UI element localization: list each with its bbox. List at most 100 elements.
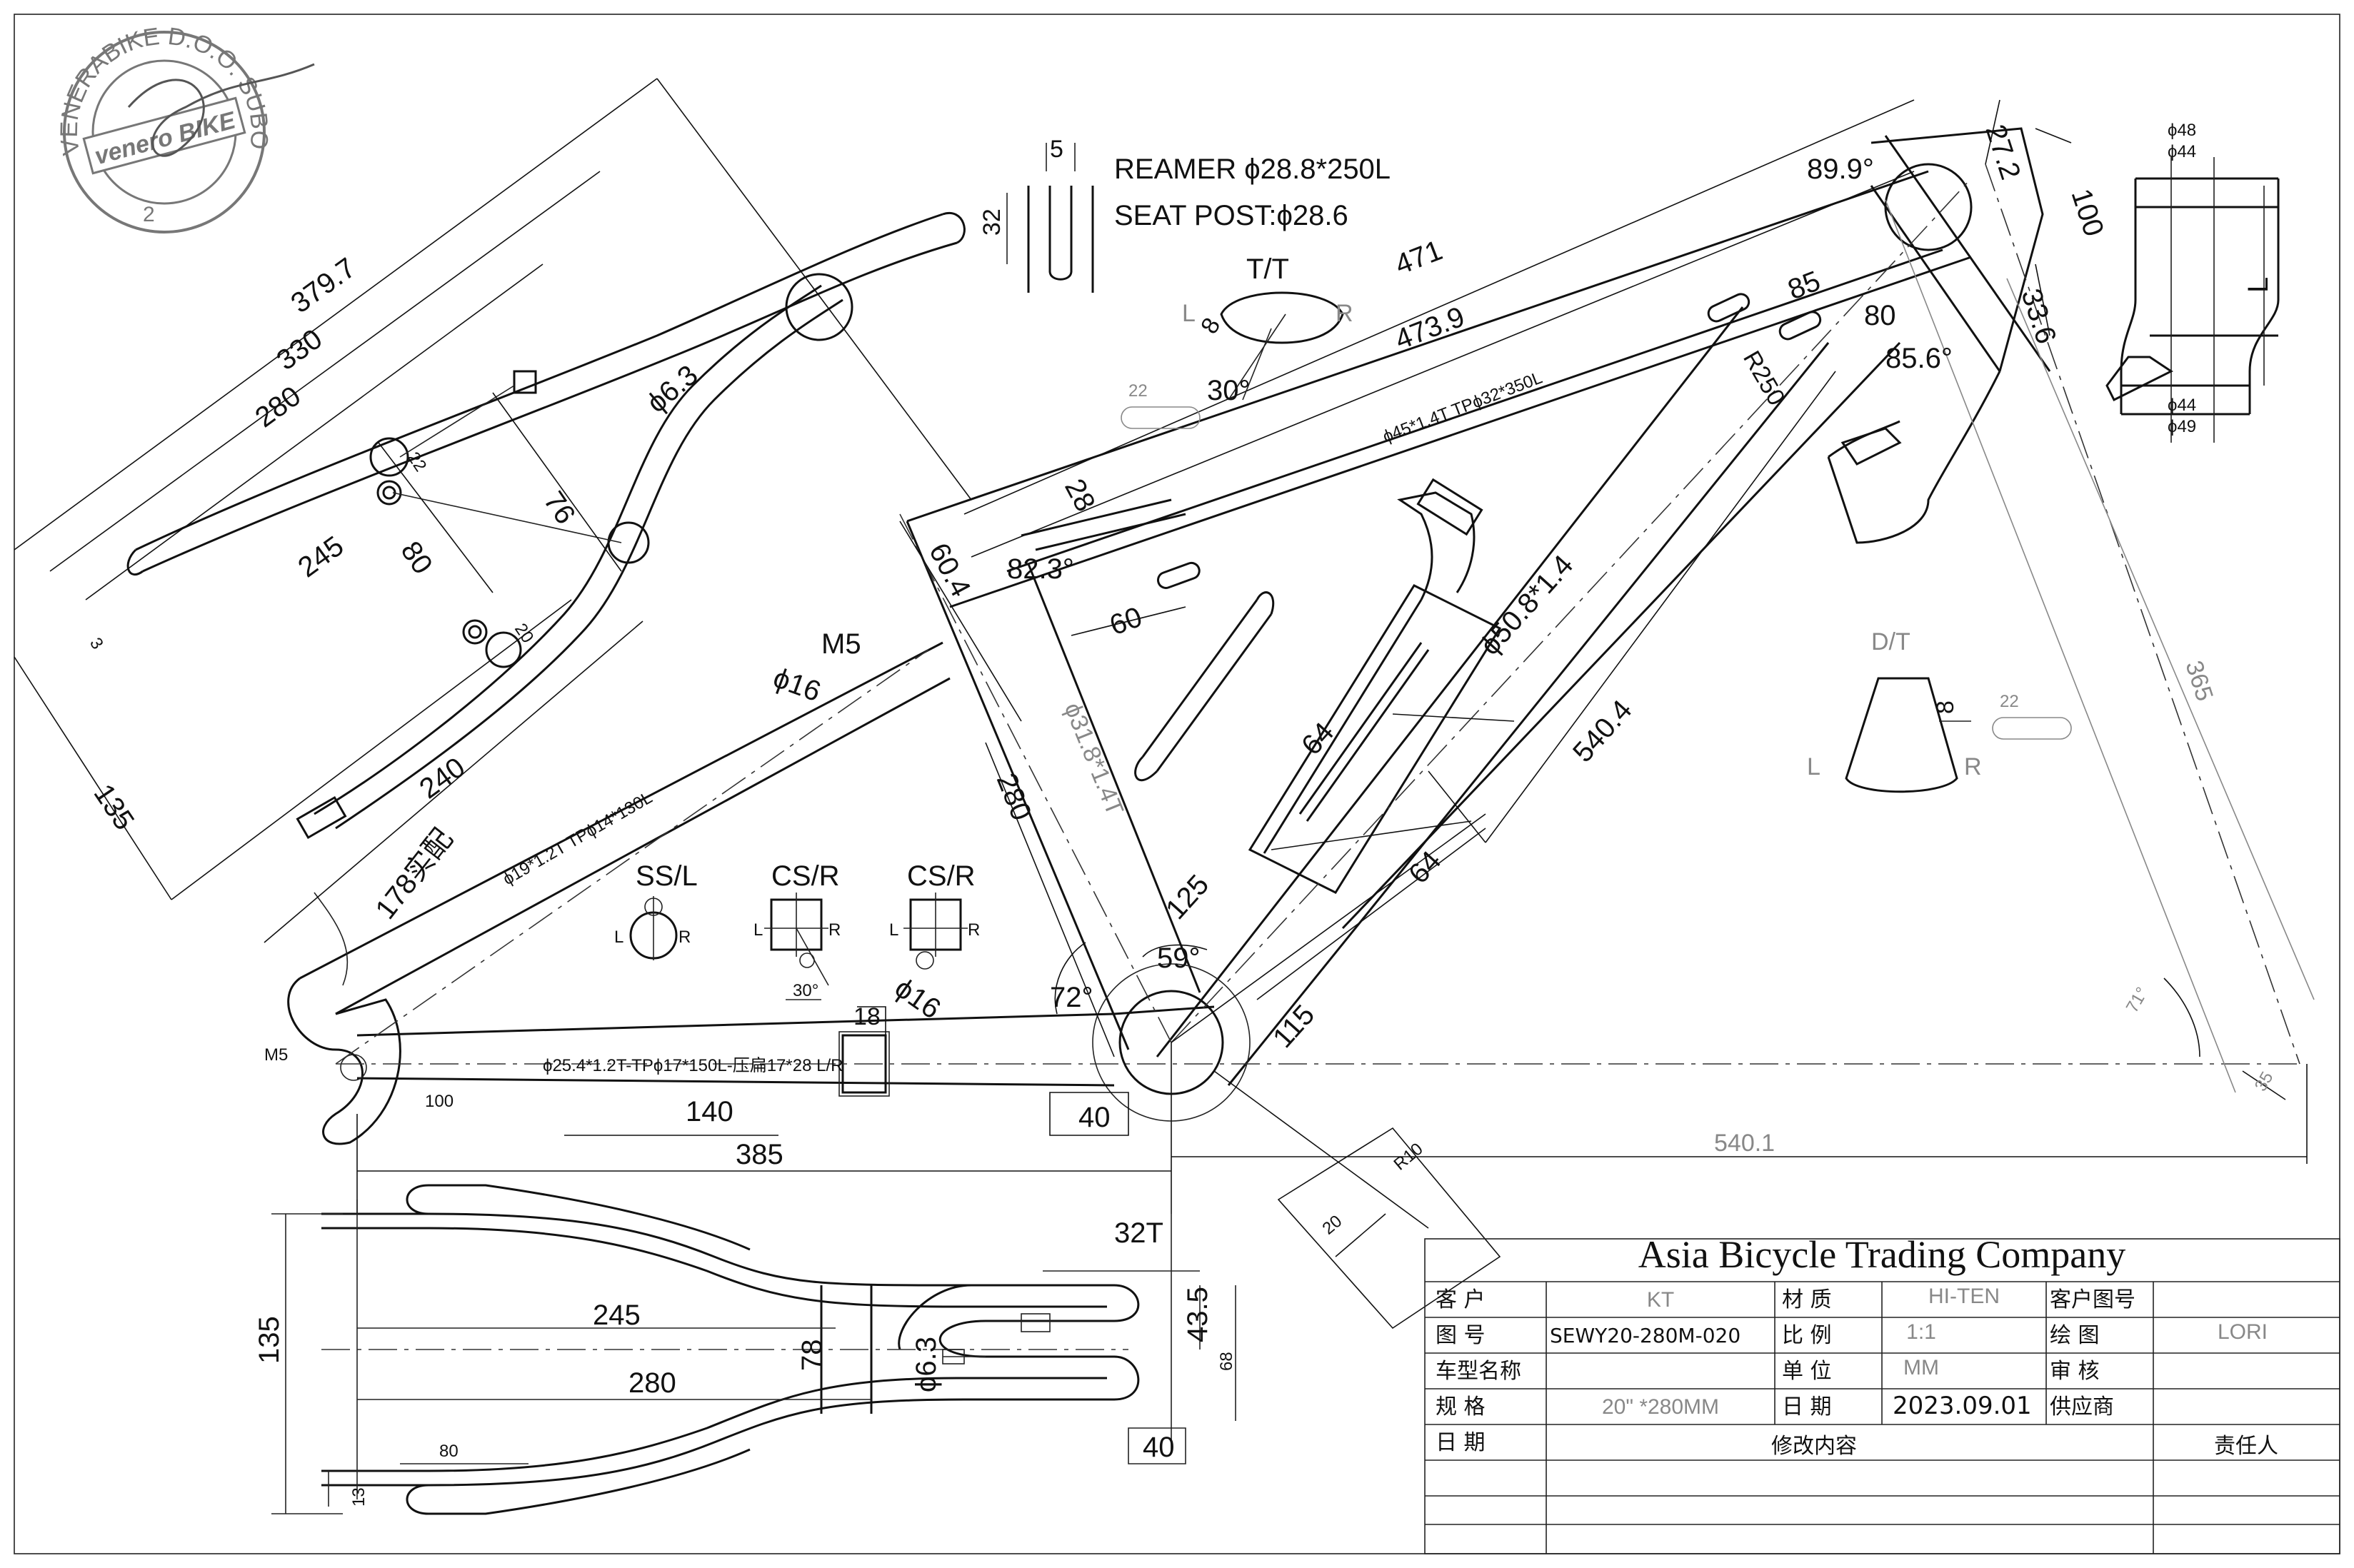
- tt-R: R: [1336, 300, 1353, 327]
- dim-64-a: 64: [1296, 717, 1340, 762]
- tb-customer-value: KT: [1647, 1288, 1674, 1312]
- hs-48: ϕ48: [2168, 121, 2196, 140]
- hs-44b: ϕ44: [2168, 396, 2196, 415]
- dim-phi16-b: ϕ16: [889, 972, 946, 1025]
- dim-280-bottom: 280: [628, 1367, 676, 1399]
- dim-40-a: 40: [1078, 1102, 1111, 1133]
- dim-140: 140: [686, 1096, 733, 1127]
- tb-scale-value: 1:1: [1906, 1320, 1936, 1344]
- seat-stay-tube-spec: ϕ19*1.2T TPϕ14*130L: [500, 788, 656, 889]
- tb-spec-label: 规 格: [1436, 1394, 1486, 1419]
- dim-379-7: 379.7: [285, 252, 361, 319]
- tb-spec-value: 20" *280MM: [1602, 1395, 1719, 1419]
- tb-supplier-label: 供应商: [2050, 1394, 2114, 1419]
- tb-drawing-no-value: SEWY20-280M-020: [1550, 1324, 1741, 1347]
- dim-68: 68: [1217, 1352, 1236, 1371]
- cs2-R: R: [968, 920, 980, 940]
- dt-dim8: 8: [1932, 700, 1959, 714]
- dim-85: 85: [1783, 265, 1824, 306]
- dim-85-6: 85.6°: [1885, 343, 1953, 374]
- reamer-note: REAMER ϕ28.8*250L: [1114, 154, 1391, 185]
- hs-L: L: [2243, 277, 2274, 293]
- dim-245-top: 245: [292, 530, 349, 583]
- cs-L: L: [753, 920, 763, 940]
- dim-64-b: 64: [1403, 845, 1447, 890]
- dim-phi50-8: ϕ50.8*1.4: [1474, 549, 1579, 661]
- dim-100-dropout: 100: [425, 1092, 454, 1111]
- dim-35: 35: [2251, 1068, 2278, 1095]
- top-tube-section: T/T L R 8 30° 22: [1121, 253, 1353, 429]
- tb-material-label: 材 质: [1782, 1287, 1832, 1312]
- dim-43-5: 43.5: [1182, 1287, 1213, 1342]
- tb-cust-drawing-label: 客户图号: [2050, 1287, 2135, 1312]
- dim-71: 71°: [2123, 984, 2153, 1016]
- tb-drawn-value: LORI: [2218, 1320, 2268, 1344]
- hs-49: ϕ49: [2168, 417, 2196, 436]
- dim-m5-b: M5: [264, 1045, 288, 1065]
- dim-280-top: 280: [249, 380, 306, 433]
- dim-phi31-8: ϕ31.8*1.4T: [1059, 699, 1129, 820]
- tb-rev-date-label: 日 期: [1436, 1430, 1486, 1455]
- seat-slot-detail: 5 32 REAMER ϕ28.8*250L SEAT POST:ϕ28.6: [978, 136, 1391, 293]
- dim-540-4: 540.4: [1567, 694, 1638, 768]
- dimension-lines: [14, 78, 2315, 1330]
- tb-model-label: 车型名称: [1436, 1359, 1521, 1384]
- tb-material-value: HI-TEN: [1928, 1285, 2000, 1308]
- stay-sections: SS/L L R CS/R L R 30° CS/R L R: [614, 860, 980, 1000]
- dim-32t: 32T: [1114, 1217, 1163, 1249]
- dim-72: 72°: [1050, 982, 1093, 1013]
- dim-m5-a: M5: [821, 628, 861, 660]
- down-tube-section: D/T L R 8 22: [1807, 628, 2072, 793]
- dim-phi16-a: ϕ16: [769, 662, 825, 708]
- dim-40-b: 40: [1143, 1432, 1175, 1463]
- cs-label: CS/R: [771, 860, 840, 892]
- dim-13: 13: [349, 1487, 369, 1507]
- dim-r250: R250: [1738, 346, 1790, 410]
- company-stamp: VENERABIKE D.O.O. SUBOTICA venero BIKE 2: [0, 0, 315, 233]
- head-tube-detail: ϕ48 ϕ44 L ϕ44 ϕ49: [2105, 121, 2280, 443]
- dim-60: 60: [1106, 601, 1146, 642]
- tt-slot: 22: [1128, 381, 1148, 401]
- dim-82-3: 82.3°: [1007, 553, 1074, 585]
- centre-lines: [335, 164, 2300, 1065]
- dim-80-small: 80: [439, 1442, 459, 1461]
- tb-unit-label: 单 位: [1782, 1359, 1832, 1384]
- tb-customer-label: 客 户: [1436, 1287, 1486, 1312]
- ss-R: R: [678, 928, 691, 947]
- dim-76: 76: [538, 486, 581, 529]
- dim-330: 330: [271, 323, 328, 376]
- dim-78: 78: [796, 1340, 828, 1372]
- dim-471: 471: [1391, 234, 1446, 281]
- main-frame: [287, 127, 2051, 1145]
- stamp-number: 2: [143, 203, 155, 226]
- ss-label: SS/L: [636, 860, 698, 892]
- tb-rev-content-label: 修改内容: [1771, 1434, 1857, 1459]
- dt-R: R: [1964, 753, 1982, 780]
- dim-60-4: 60.4: [923, 538, 976, 602]
- dimension-labels: 379.7 330 280 245 135 240 178实配 76 80 22…: [88, 121, 2278, 1238]
- dim-18: 18: [853, 1003, 881, 1030]
- dim-28: 28: [1058, 474, 1101, 517]
- tb-unit-value: MM: [1903, 1356, 1939, 1379]
- tb-drawn-label: 绘 图: [2050, 1323, 2100, 1348]
- tb-drawing-no-label: 图 号: [1436, 1323, 1486, 1348]
- slot-width: 5: [1050, 136, 1063, 163]
- tb-responsible-label: 责任人: [2214, 1434, 2278, 1459]
- bottle-cage: [1134, 478, 1502, 894]
- sheet-border: [14, 14, 2340, 1554]
- dim-80-head: 80: [1864, 300, 1896, 331]
- dim-27-2: 27.2: [1979, 121, 2026, 184]
- dim-540-1: 540.1: [1714, 1130, 1775, 1157]
- dim-33-6: 33.6: [2015, 285, 2062, 348]
- dt-L: L: [1807, 753, 1820, 780]
- title-block: Asia Bicycle Trading Company 客 户 KT 材 质 …: [1424, 1233, 2340, 1554]
- cs2-label: CS/R: [907, 860, 976, 892]
- dim-20-bb: 20: [1319, 1212, 1346, 1239]
- dim-245-bottom: 245: [593, 1300, 641, 1331]
- dim-240: 240: [414, 751, 471, 805]
- hs-44: ϕ44: [2168, 142, 2196, 161]
- dim-135-left: 135: [88, 778, 141, 835]
- cs-angle: 30°: [793, 981, 818, 1000]
- ss-L: L: [614, 928, 623, 947]
- chain-stay-tube-spec: ϕ25.4*1.2T-TPϕ17*150L-压扁17*28 L/R: [543, 1056, 843, 1075]
